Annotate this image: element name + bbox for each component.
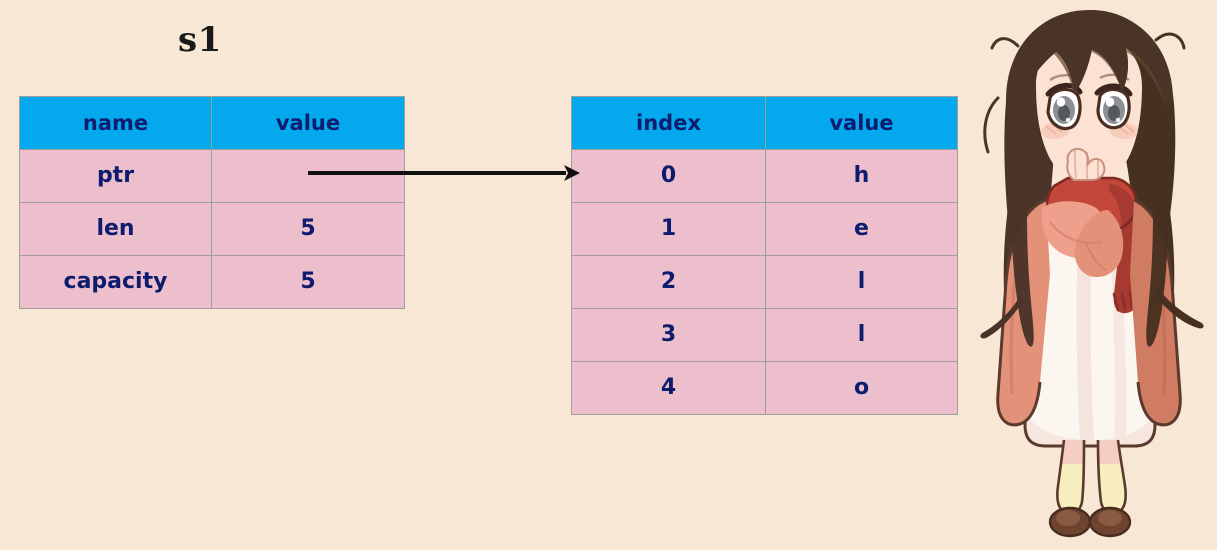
table-row: 1 e: [571, 202, 958, 256]
heap-buffer-table: index value 0 h 1 e 2 l 3 l 4 o: [571, 96, 958, 415]
cell-field-name: len: [19, 202, 212, 256]
table-row: capacity 5: [19, 255, 405, 309]
s1-struct-table: name value ptr len 5 capacity 5: [19, 96, 405, 309]
table-row: 4 o: [571, 361, 958, 415]
table-row: len 5: [19, 202, 405, 256]
cell-field-name: ptr: [19, 149, 212, 203]
anime-girl-illustration: [980, 10, 1204, 538]
cell-field-value-ptr: [211, 149, 405, 203]
table-header-row: name value: [19, 96, 405, 150]
cell-field-value: 5: [211, 202, 405, 256]
cell-index: 0: [571, 149, 766, 203]
column-header-value: value: [765, 96, 958, 150]
cell-char-value: l: [765, 308, 958, 362]
cell-char-value: o: [765, 361, 958, 415]
table-row: 2 l: [571, 255, 958, 309]
cell-index: 1: [571, 202, 766, 256]
table-header-row: index value: [571, 96, 958, 150]
column-header-name: name: [19, 96, 212, 150]
cell-char-value: h: [765, 149, 958, 203]
table-row: 3 l: [571, 308, 958, 362]
arrow-right-icon: [308, 165, 580, 181]
table-row: ptr: [19, 149, 405, 203]
cell-index: 3: [571, 308, 766, 362]
cell-index: 4: [571, 361, 766, 415]
column-header-index: index: [571, 96, 766, 150]
cell-index: 2: [571, 255, 766, 309]
cell-char-value: l: [765, 255, 958, 309]
column-header-value: value: [211, 96, 405, 150]
cell-field-name: capacity: [19, 255, 212, 309]
table-row: 0 h: [571, 149, 958, 203]
cell-field-value: 5: [211, 255, 405, 309]
page-title: s1: [178, 20, 222, 60]
cell-char-value: e: [765, 202, 958, 256]
